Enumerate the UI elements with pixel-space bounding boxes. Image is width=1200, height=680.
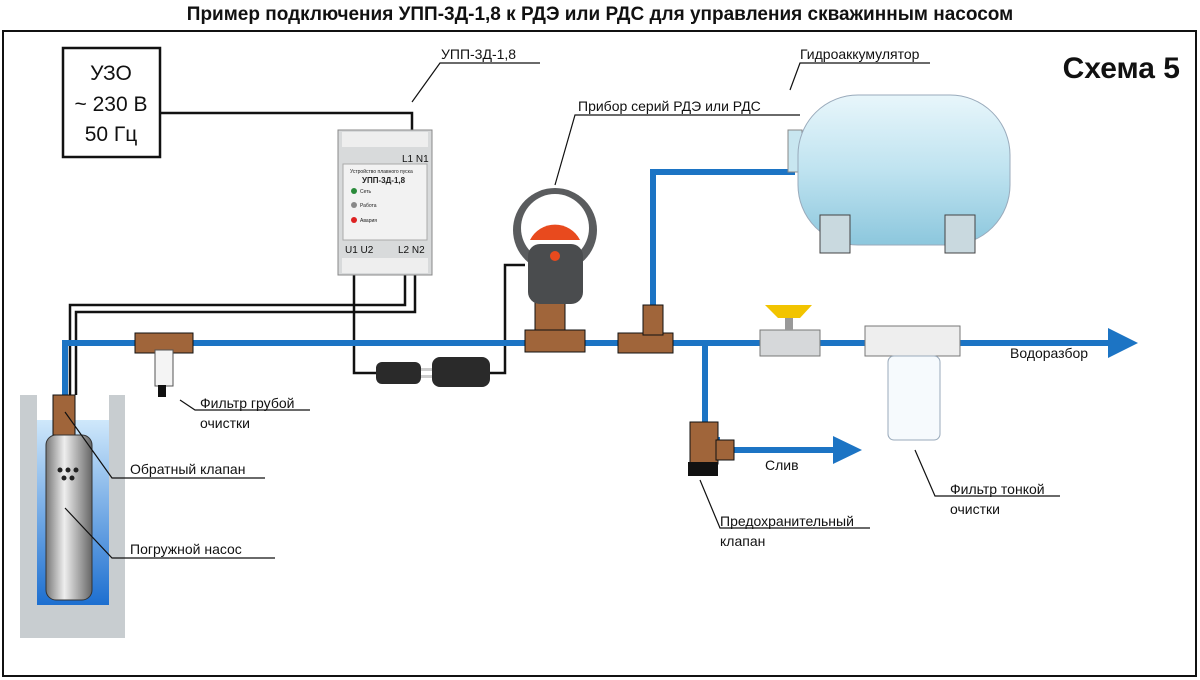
pressure-switch	[513, 188, 597, 353]
wires	[68, 111, 525, 400]
safety-valve-label-2: клапан	[720, 533, 765, 549]
upp-device: L1 N1 U1 U2 L2 N2 Устройство плавного пу…	[337, 129, 433, 276]
fine-filter	[864, 325, 961, 441]
drain-label: Слив	[765, 457, 799, 473]
tee-fitting	[617, 332, 674, 354]
fine-filter-label-2: очистки	[950, 501, 1000, 517]
diagram-frame	[2, 30, 1197, 677]
coarse-filter-label-2: очистки	[200, 415, 250, 431]
water-outlet-label: Водоразбор	[1010, 345, 1088, 361]
device-label: УПП-3Д-1,8	[441, 46, 516, 62]
device-heading: Устройство плавного пуска	[350, 168, 413, 175]
uzo-line3: 50 Гц	[85, 123, 138, 146]
accumulator-label: Гидроаккумулятор	[800, 46, 920, 62]
led-work-label: Работа	[360, 203, 377, 209]
coarse-filter	[134, 332, 194, 397]
outlet-arrow-icon	[1108, 328, 1138, 358]
submersible-pump	[45, 394, 93, 601]
diagram-title: Пример подключения УПП-3Д-1,8 к РДЭ или …	[187, 4, 1013, 25]
device-model: УПП-3Д-1,8	[362, 176, 406, 185]
pump-label: Погружной насос	[130, 541, 242, 557]
fine-filter-label-1: Фильтр тонкой	[950, 481, 1045, 497]
accumulator-tank	[787, 94, 1011, 254]
device-terminals-top: L1 N1	[402, 154, 429, 165]
safety-valve-label-1: Предохранительный	[720, 513, 854, 529]
uzo-line1: УЗО	[90, 62, 132, 85]
led-fault-label: Авария	[360, 218, 377, 224]
uzo-box: УЗО ~ 230 В 50 Гц	[61, 46, 162, 159]
check-valve-label: Обратный клапан	[130, 461, 245, 477]
device-terminals-bottom-right: L2 N2	[398, 245, 425, 256]
device-terminals-bottom-left: U1 U2	[345, 245, 374, 256]
scheme-label: Схема 5	[1063, 52, 1180, 85]
led-power-label: Сеть	[360, 189, 372, 195]
uzo-line2: ~ 230 В	[75, 93, 148, 116]
power-plug	[376, 357, 490, 387]
pressure-switch-label: Прибор серий РДЭ или РДС	[578, 98, 761, 114]
safety-valve	[688, 421, 735, 476]
ball-valve	[759, 305, 821, 357]
coarse-filter-label-1: Фильтр грубой	[200, 395, 294, 411]
leader-lines	[64, 62, 1060, 559]
drain-arrow-icon	[833, 436, 862, 464]
